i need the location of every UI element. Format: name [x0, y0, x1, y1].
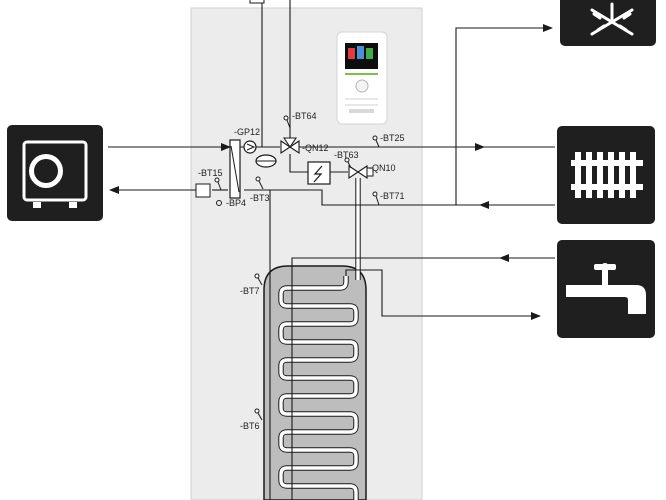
electric-heater	[307, 161, 331, 185]
label-qn12: -QN12	[302, 143, 329, 153]
label-bt63: -BT63	[334, 150, 359, 160]
control-display-panel	[336, 31, 388, 125]
valve-qn10	[348, 164, 374, 180]
label-bt64: -BT64	[292, 111, 317, 121]
label-bt3: -BT3	[250, 193, 270, 203]
circulation-pump	[243, 140, 257, 154]
temperature-sensors	[214, 115, 380, 421]
label-bp4: -BP4	[226, 198, 246, 208]
outdoor-heat-pump-icon	[7, 125, 103, 221]
plate-heat-exchanger	[229, 139, 241, 199]
label-bt25: -BT25	[380, 133, 405, 143]
label-bt15: -BT15	[198, 168, 223, 178]
sensor-bt15-block	[195, 183, 211, 198]
label-bt7: -BT7	[240, 286, 260, 296]
label-bt71: -BT71	[380, 191, 405, 201]
pipework	[108, 0, 555, 500]
tank-heating-coil	[278, 276, 359, 500]
water-tap-icon	[557, 240, 655, 338]
valve-qn12	[280, 137, 300, 155]
snowflake-icon	[560, 0, 656, 46]
hot-water-tank	[263, 265, 367, 500]
label-qn10: -QN10	[369, 163, 396, 173]
label-gp12: -GP12	[234, 127, 260, 137]
label-bt6: -BT6	[240, 421, 260, 431]
radiator-icon	[557, 126, 655, 224]
control-knob	[355, 79, 369, 93]
